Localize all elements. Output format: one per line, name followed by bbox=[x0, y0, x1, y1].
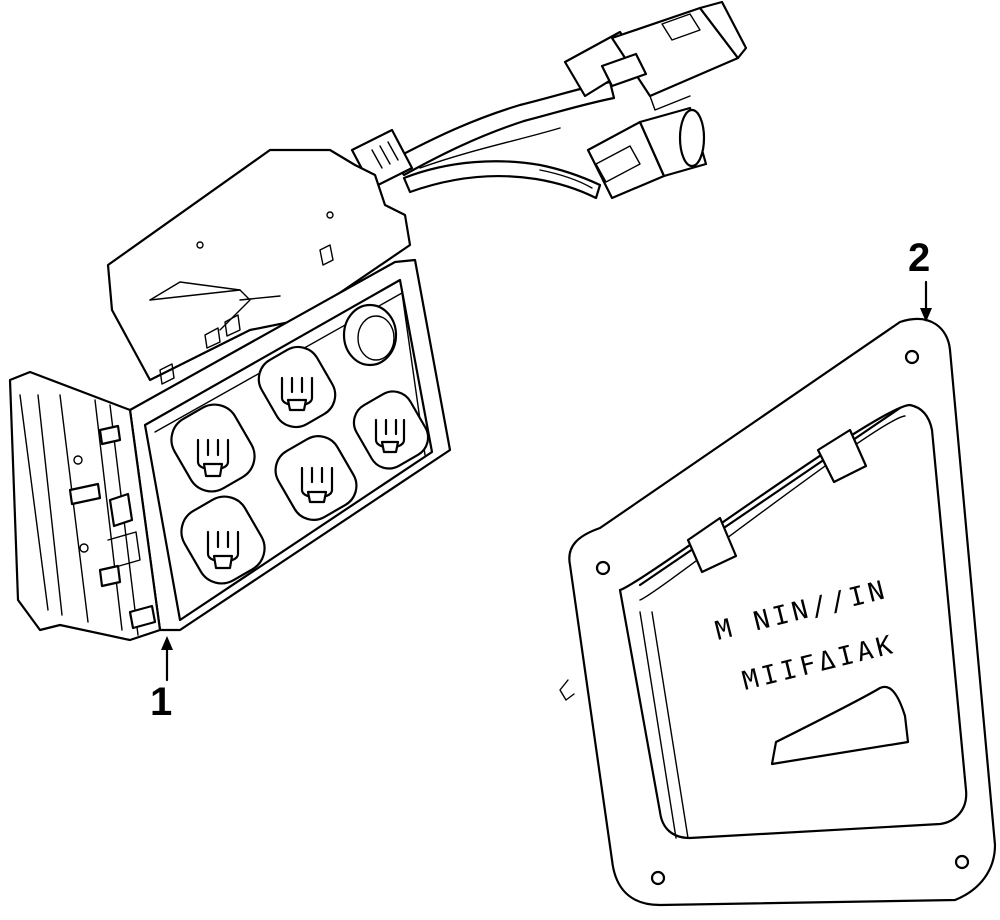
leader-arrow-2 bbox=[920, 280, 932, 322]
receptacle-1 bbox=[170, 403, 256, 493]
callout-part-1: 1 bbox=[150, 680, 173, 724]
mounting-hole-3 bbox=[650, 870, 666, 886]
hinge-clip-1 bbox=[686, 516, 738, 574]
leader-arrow-1 bbox=[161, 636, 173, 682]
hinge-rod bbox=[638, 406, 902, 587]
connector-lower bbox=[586, 106, 708, 200]
rear-housing bbox=[106, 148, 412, 385]
power-outlet-assembly bbox=[8, 0, 748, 682]
callout-part-2: 2 bbox=[908, 236, 931, 280]
mounting-hole-2 bbox=[595, 560, 611, 576]
receptacle-4 bbox=[274, 435, 358, 521]
receptacle-5 bbox=[352, 390, 430, 470]
mounting-hole-1 bbox=[904, 349, 920, 365]
round-knockout bbox=[342, 303, 398, 367]
outlet-cover-assembly: M NIN//IN MIIFΔIAK bbox=[559, 280, 997, 907]
outlet-side-body bbox=[8, 370, 162, 642]
receptacle-2 bbox=[257, 345, 337, 429]
mounting-hole-4 bbox=[954, 854, 970, 870]
cover-lid bbox=[618, 403, 968, 840]
receptacle-3 bbox=[180, 495, 266, 585]
wire-harness bbox=[390, 80, 616, 200]
hinge-clip-2 bbox=[816, 428, 868, 484]
connector-upper bbox=[563, 0, 748, 111]
